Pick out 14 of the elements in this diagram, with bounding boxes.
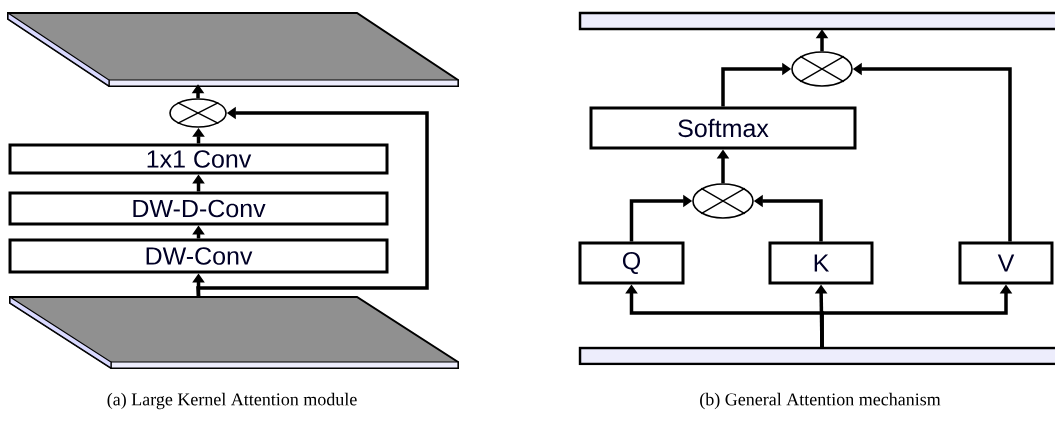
feature-map-bar — [578, 346, 1055, 366]
multiply-symbol — [692, 183, 754, 219]
caption: (a) Large Kernel Attention module — [107, 392, 357, 410]
process-box: Softmax — [589, 106, 857, 150]
multiply-symbol — [169, 98, 227, 128]
process-box: K — [768, 241, 874, 285]
process-box: DW-Conv — [8, 238, 389, 274]
process-box: DW-D-Conv — [8, 191, 389, 226]
feature-map-bar — [578, 11, 1055, 31]
process-box: Q — [578, 241, 685, 285]
caption: (b) General Attention mechanism — [700, 392, 941, 410]
multiply-symbol — [791, 51, 853, 87]
process-box: 1x1 Conv — [8, 143, 389, 175]
process-box: V — [958, 241, 1054, 285]
